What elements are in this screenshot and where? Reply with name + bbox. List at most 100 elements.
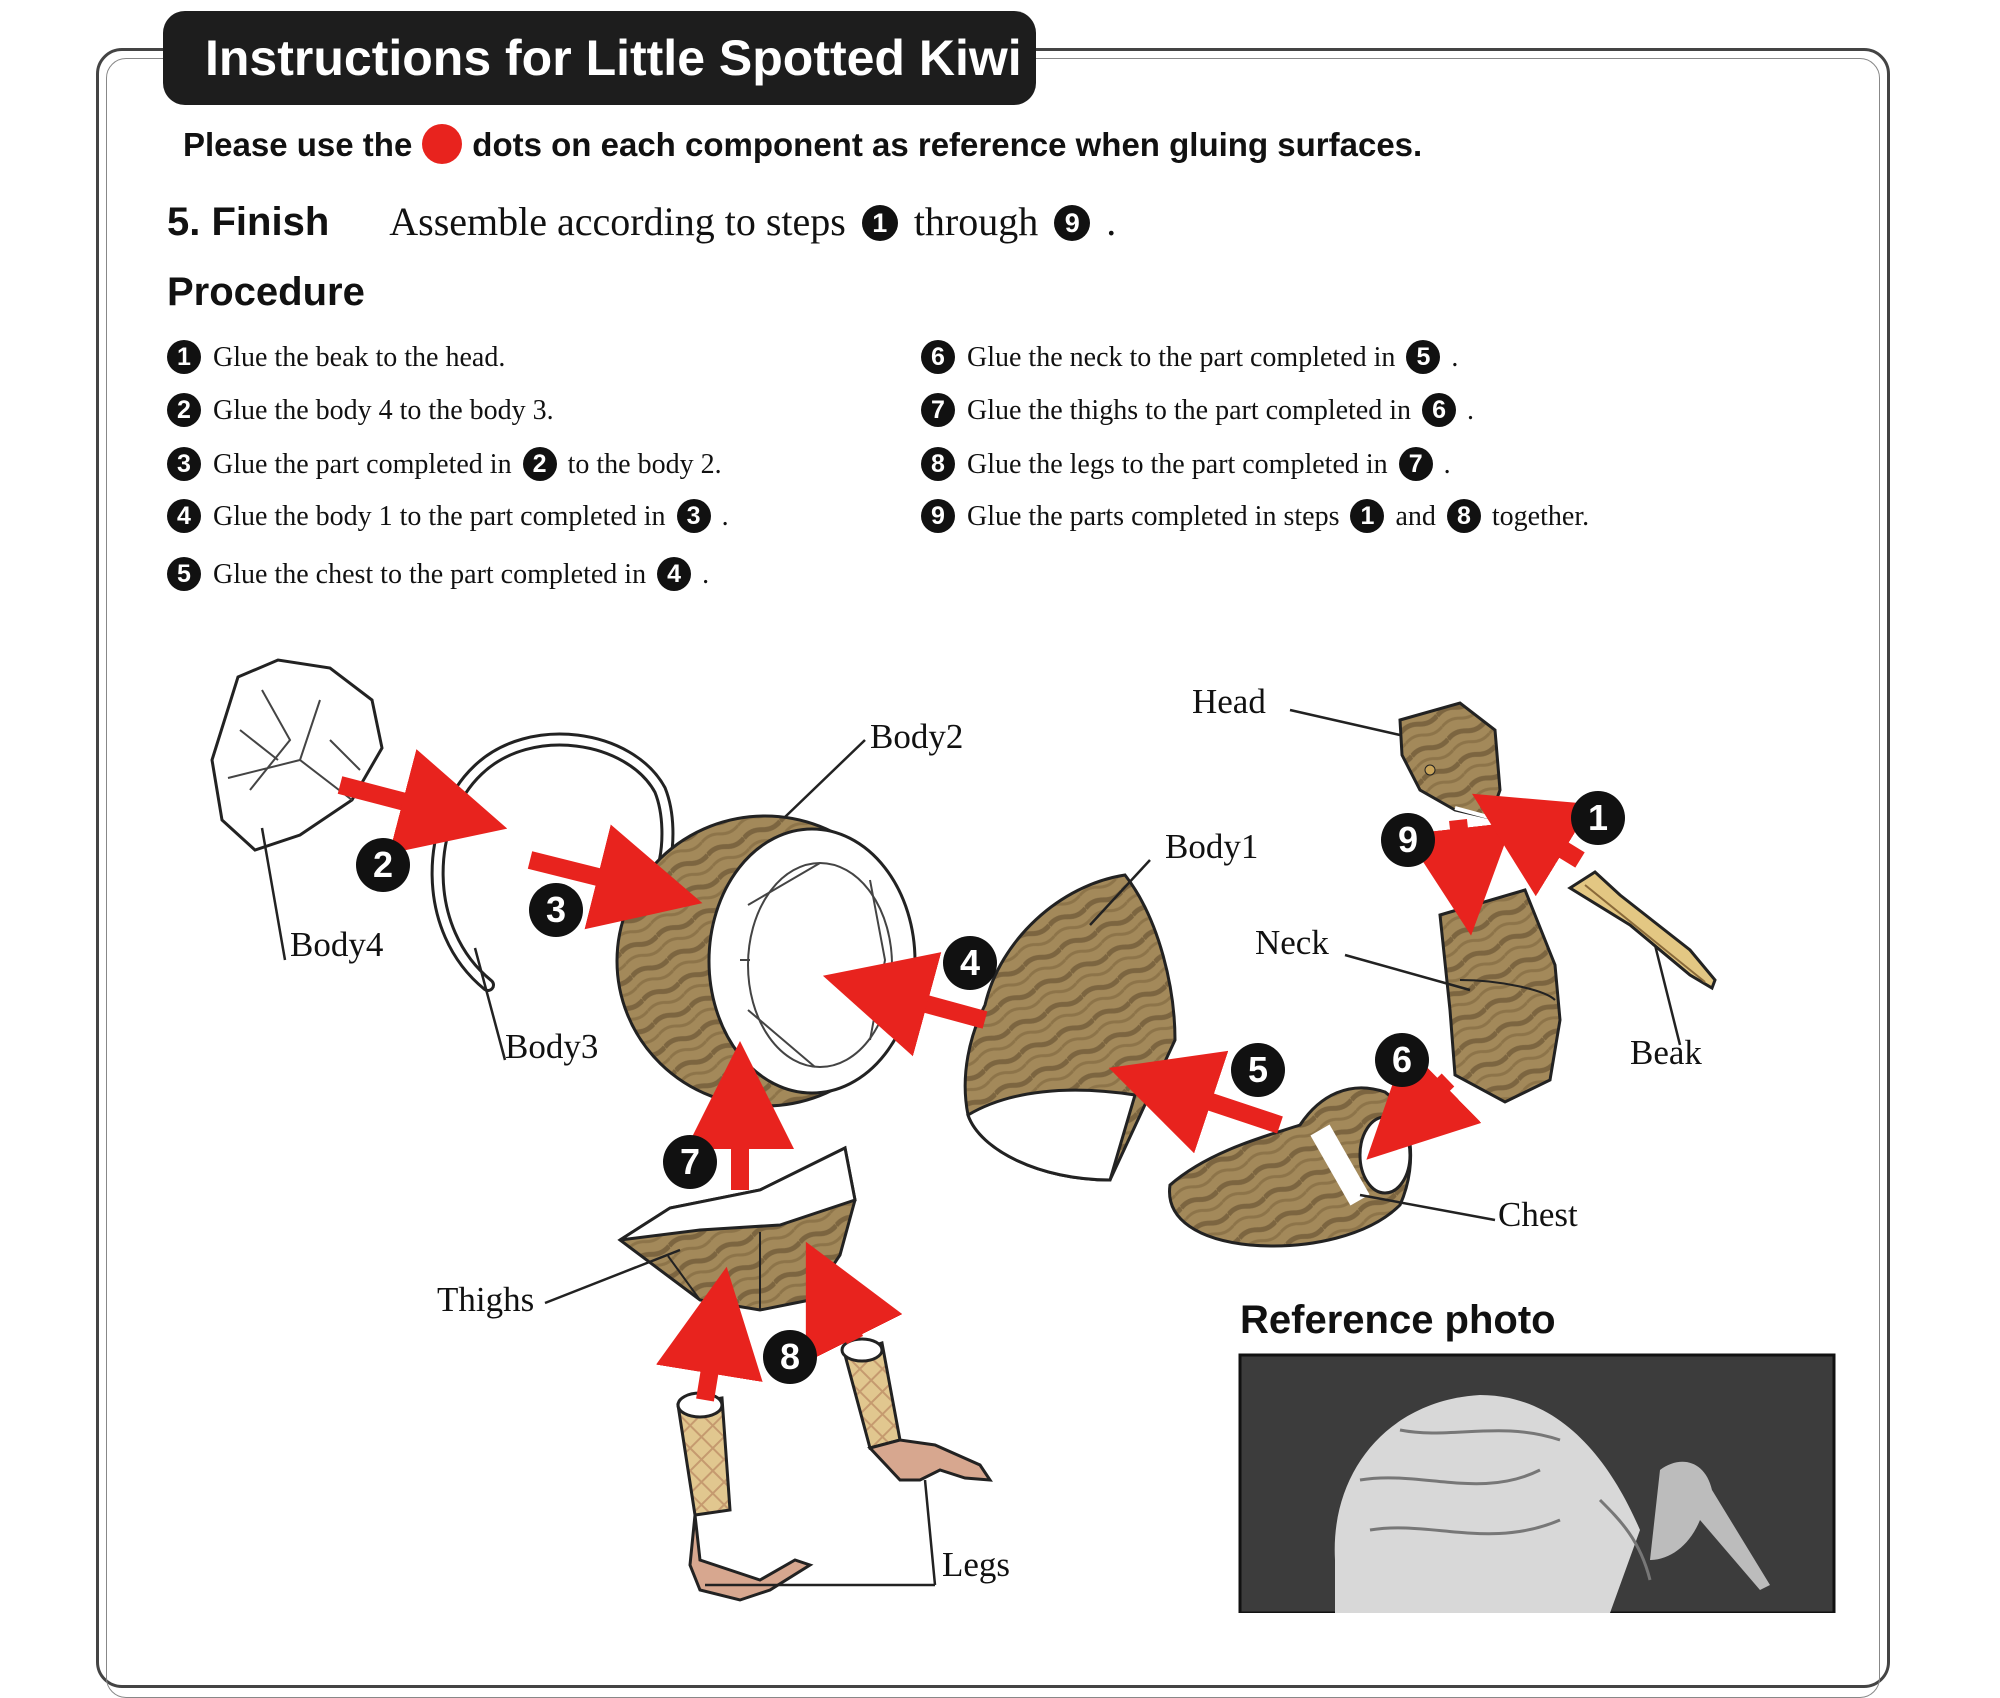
body4-part <box>210 658 384 852</box>
step-text: Glue the body 1 to the part completed in <box>213 501 666 532</box>
step-reference-icon: 2 <box>522 446 557 481</box>
procedure-step: 5 Glue the chest to the part completed in… <box>167 556 710 594</box>
arrow-step-1 <box>1471 793 1593 897</box>
step-text: . <box>1443 449 1451 480</box>
step-text: . <box>721 501 729 532</box>
arrow-step-8b <box>805 1241 903 1363</box>
step-text: Glue the thighs to the part completed in <box>967 395 1412 426</box>
step-text: Glue the beak to the head. <box>213 342 506 373</box>
label-thighs: Thighs <box>437 1280 535 1319</box>
beak-part <box>1567 870 1717 991</box>
procedure-step: 3 Glue the part completed in 2 to the bod… <box>167 446 722 484</box>
step-text: Glue the neck to the part completed in <box>967 342 1396 373</box>
step-text: Glue the legs to the part completed in <box>967 449 1388 480</box>
section-heading: 5. Finish <box>167 200 330 244</box>
step-text: . <box>702 559 710 590</box>
legs-part <box>676 1337 993 1602</box>
step-number-icon: 4 <box>167 498 201 533</box>
step-marker-7-icon <box>663 1135 717 1189</box>
label-legs: Legs <box>942 1545 1011 1584</box>
reference-photo-title: Reference photo <box>1240 1298 1556 1342</box>
step-marker-2-icon <box>356 838 410 892</box>
label-body4: Body4 <box>290 925 384 964</box>
chest-part <box>1168 1086 1413 1248</box>
step-reference-icon: 1 <box>1350 498 1385 533</box>
step-reference-icon: 4 <box>657 556 692 591</box>
step-marker-label: 5 <box>1248 1049 1268 1090</box>
step-reference-icon: 7 <box>1398 446 1433 481</box>
arrow-step-9 <box>1405 818 1513 936</box>
step-marker-label: 2 <box>373 844 393 885</box>
step-number-icon: 9 <box>1054 204 1091 241</box>
arrow-step-4 <box>822 952 988 1057</box>
neck-part <box>1438 888 1562 1104</box>
step-marker-5-icon <box>1231 1043 1285 1097</box>
step-reference-icon: 8 <box>1446 498 1481 533</box>
notice-text-after: dots on each component as reference when… <box>472 126 1423 163</box>
arrow-step-5 <box>1108 1050 1283 1154</box>
desc-text-after: . <box>1106 199 1117 244</box>
label-chest: Chest <box>1498 1195 1578 1234</box>
procedure-heading: Procedure <box>167 270 365 314</box>
arrow-step-3 <box>527 824 703 930</box>
step-text: Glue the part completed in <box>213 449 512 480</box>
step-marker-4-icon <box>943 936 997 990</box>
arrow-step-6 <box>1366 1045 1482 1160</box>
step-marker-6-icon <box>1375 1033 1429 1087</box>
step-marker-label: 4 <box>960 942 980 983</box>
step-marker-9-icon <box>1381 813 1435 867</box>
step-number-icon: 6 <box>921 339 955 374</box>
label-head: Head <box>1192 682 1266 721</box>
red-dot-icon <box>422 124 463 165</box>
procedure-step: 4 Glue the body 1 to the part completed i… <box>167 498 729 536</box>
step-text: . <box>1451 342 1459 373</box>
step-marker-label: 1 <box>1588 797 1608 838</box>
step-number-icon: 8 <box>921 446 955 481</box>
body2-part <box>615 814 917 1108</box>
step-text: . <box>1467 395 1475 426</box>
arrow-step-2 <box>337 749 508 854</box>
step-marker-label: 3 <box>546 889 566 930</box>
desc-text-mid: through <box>913 199 1039 244</box>
page-title: Instructions for Little Spotted Kiwi <box>163 11 1036 105</box>
step-marker-3-icon <box>529 883 583 937</box>
body1-part <box>963 873 1177 1182</box>
step-number-icon: 7 <box>921 392 955 427</box>
label-body2: Body2 <box>870 717 964 756</box>
step-number-icon: 2 <box>167 392 201 427</box>
step-marker-1-icon <box>1571 791 1625 845</box>
notice-text-before: Please use the <box>183 126 413 163</box>
step-marker-label: 7 <box>680 1141 700 1182</box>
step-text: Glue the chest to the part completed in <box>213 559 647 590</box>
step-marker-label: 8 <box>780 1336 800 1377</box>
label-body1: Body1 <box>1165 827 1259 866</box>
step-reference-icon: 6 <box>1422 392 1457 427</box>
assembly-arrows <box>337 749 1593 1402</box>
step-number-icon: 5 <box>167 556 201 591</box>
glue-dot-notice: Please use the dots on each component as … <box>183 124 1423 167</box>
step-text: together. <box>1491 501 1590 532</box>
procedure-step: 7 Glue the thighs to the part completed i… <box>921 392 1475 430</box>
step-reference-icon: 5 <box>1406 339 1441 374</box>
desc-text-before: Assemble according to steps <box>389 199 846 244</box>
label-beak: Beak <box>1630 1033 1702 1072</box>
step-marker-8-icon <box>763 1330 817 1384</box>
step-marker-label: 9 <box>1398 819 1418 860</box>
section-finish: 5. Finish Assemble according to steps 1 … <box>167 198 1116 245</box>
section-description: Assemble according to steps 1 through 9 … <box>389 199 1116 244</box>
step-number-icon: 9 <box>921 498 955 533</box>
step-number-icon: 3 <box>167 446 201 481</box>
step-text: Glue the parts completed in steps <box>967 501 1340 532</box>
reference-photo <box>1238 1353 1836 1613</box>
step-number-icon: 1 <box>861 204 898 241</box>
head-part <box>1398 701 1502 820</box>
label-body3: Body3 <box>505 1027 599 1066</box>
step-text: and <box>1395 501 1436 532</box>
step-text: to the body 2. <box>567 449 722 480</box>
leader-lines <box>260 708 1682 1587</box>
